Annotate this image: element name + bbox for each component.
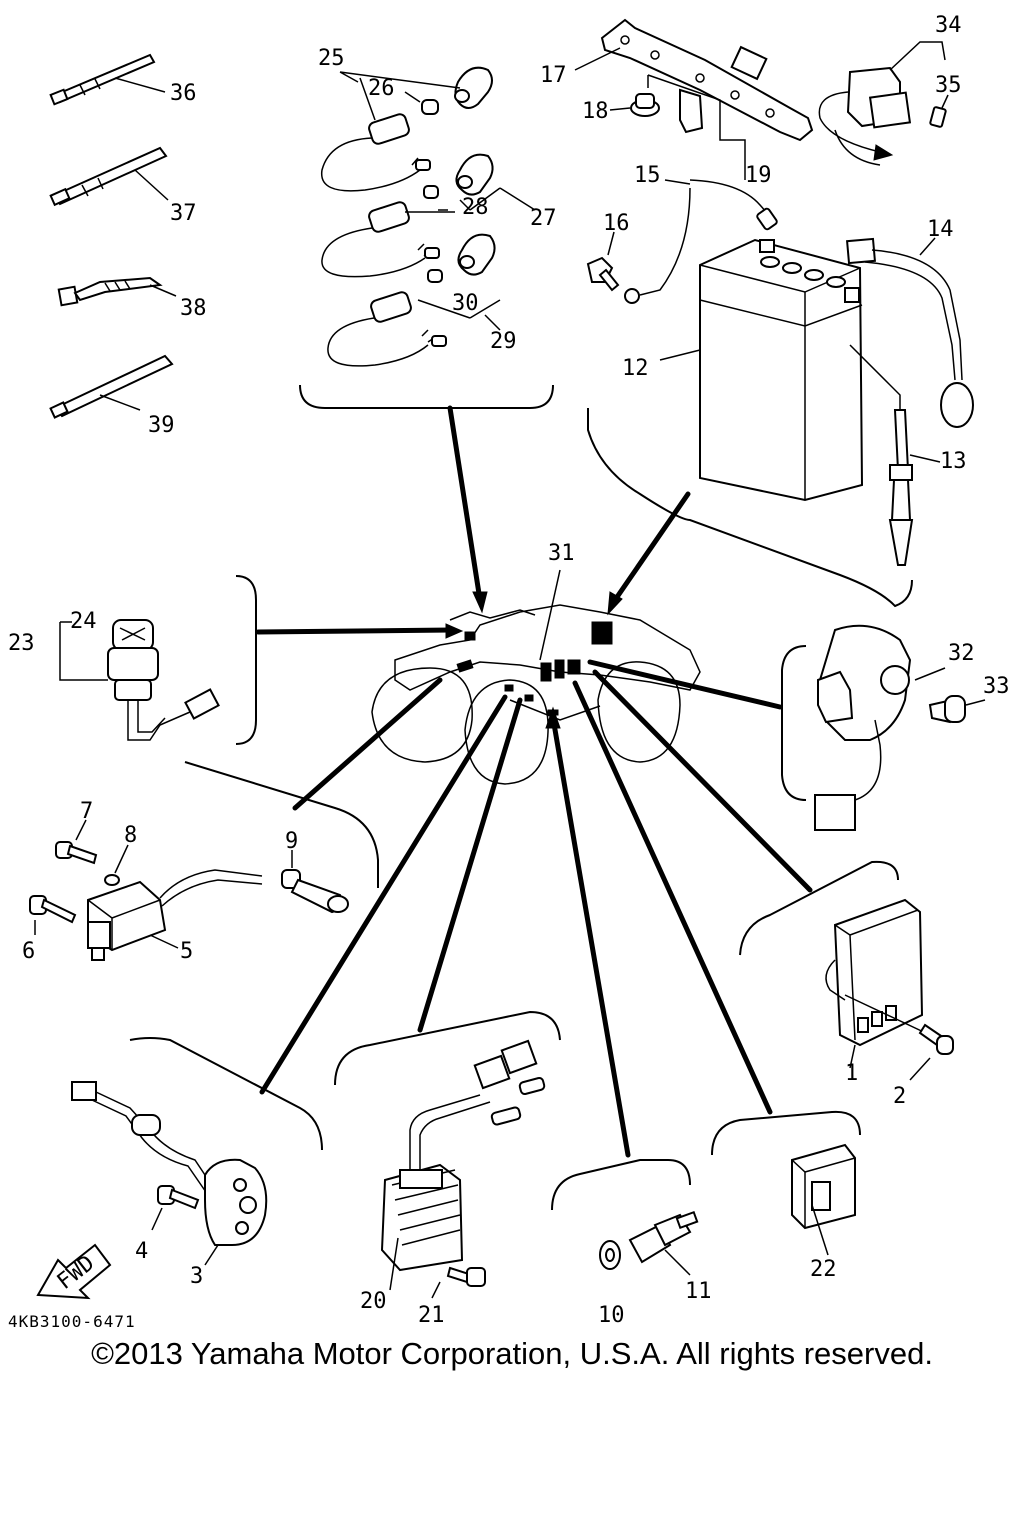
battery-12: [699, 238, 901, 502]
callout-19: 19: [745, 163, 772, 188]
fuse-35: [929, 94, 949, 128]
group-brackets: [129, 384, 913, 1211]
callout-26: 26: [368, 76, 395, 101]
callout-21: 21: [418, 1303, 445, 1328]
switch-11: [628, 1210, 699, 1276]
cdi-unit-1: [825, 898, 931, 1069]
callout-32: 32: [948, 641, 975, 666]
ignition-coil-5: [87, 869, 263, 961]
cable-13: [888, 409, 941, 566]
damper-18: [609, 93, 660, 117]
callout-1: 1: [845, 1061, 858, 1086]
callout-22: 22: [810, 1257, 837, 1282]
callout-14: 14: [927, 217, 954, 242]
bolt-33: [928, 695, 986, 724]
callout-7: 7: [80, 799, 93, 824]
callout-25: 25: [318, 46, 345, 71]
clamp-38: [57, 276, 177, 307]
electrical-parts-diagram: 1 2 3 4 5 6 7 8 9 10 11 12 13 14 15 16 1…: [8, 13, 1010, 1331]
band-37: [49, 146, 169, 207]
bolt-21: [431, 1266, 486, 1299]
switch-23-24: [59, 619, 220, 741]
callout-37: 37: [170, 201, 197, 226]
callout-39: 39: [148, 413, 175, 438]
callout-30: 30: [452, 291, 479, 316]
washer-8: [104, 844, 129, 886]
callout-28: 28: [462, 195, 489, 220]
callout-33: 33: [983, 674, 1010, 699]
callout-38: 38: [180, 296, 207, 321]
bolt-6: [29, 895, 77, 935]
callout-17: 17: [540, 63, 567, 88]
callout-35: 35: [935, 73, 962, 98]
callout-29: 29: [490, 329, 517, 354]
tube-39: [49, 354, 174, 419]
sensor-leads-25-30: [320, 66, 536, 367]
callout-13: 13: [940, 449, 967, 474]
bolt-4: [151, 1185, 200, 1231]
callout-5: 5: [180, 939, 193, 964]
cable-15: [624, 179, 778, 304]
rectifier-20: [380, 1039, 546, 1291]
holder-19: [647, 74, 746, 180]
callout-36: 36: [170, 81, 197, 106]
pickup-coil-3: [71, 1081, 268, 1266]
callout-34: 34: [935, 13, 962, 38]
callout-12: 12: [622, 356, 649, 381]
callout-18: 18: [582, 99, 609, 124]
callout-2: 2: [893, 1084, 906, 1109]
callout-31: 31: [548, 541, 575, 566]
starter-relay-32: [814, 624, 946, 831]
cable-14: [846, 237, 974, 428]
diagram-code: 4KB3100-6471: [8, 1312, 136, 1331]
callout-16: 16: [603, 211, 630, 236]
callout-20: 20: [360, 1289, 387, 1314]
bolt-7: [55, 819, 98, 865]
callout-4: 4: [135, 1239, 148, 1264]
bolt-2: [909, 1023, 954, 1081]
callout-labels: 1 2 3 4 5 6 7 8 9 10 11 12 13 14 15 16 1…: [8, 13, 1010, 1331]
callout-24: 24: [70, 609, 97, 634]
bolt-16: [586, 231, 620, 292]
callout-15: 15: [634, 163, 661, 188]
band-36: [49, 53, 166, 106]
callout-23: 23: [8, 631, 35, 656]
callout-8: 8: [124, 823, 137, 848]
relay-34: [818, 41, 946, 166]
callout-10: 10: [598, 1303, 625, 1328]
callout-3: 3: [190, 1264, 203, 1289]
relay-22: [791, 1143, 856, 1256]
fwd-arrow: [36, 1243, 112, 1300]
callout-9: 9: [285, 829, 298, 854]
plug-cap-9: [281, 850, 349, 914]
copyright-notice: ©2013 Yamaha Motor Corporation, U.S.A. A…: [91, 1336, 933, 1371]
leader-lines: [255, 405, 813, 1158]
bracket-17: [574, 18, 814, 142]
callout-11: 11: [685, 1279, 712, 1304]
callout-6: 6: [22, 939, 35, 964]
washer-10: [599, 1240, 621, 1270]
callout-27: 27: [530, 206, 557, 231]
